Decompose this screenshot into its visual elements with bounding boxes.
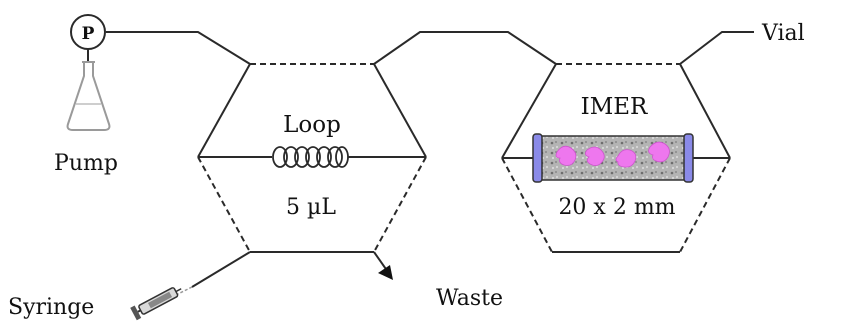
- loop-valve-lower-left-dashed: [197, 156, 251, 253]
- imer-valve: [501, 63, 731, 253]
- sample-loop-coil-icon: [272, 146, 349, 168]
- imer-size-label: 20 x 2 mm: [558, 195, 675, 220]
- loop-valve-lower-right-dashed: [373, 156, 427, 253]
- syringe-needle-line: [191, 251, 251, 288]
- syringe-label: Syringe: [8, 295, 94, 320]
- enzyme-particles: [555, 141, 670, 168]
- pump-label: Pump: [54, 151, 118, 176]
- loop-valve: [197, 63, 427, 253]
- pump-to-loop-valve-line: [106, 31, 251, 65]
- imer-valve-upper-right-edge: [679, 63, 731, 159]
- flow-lines: [106, 31, 754, 65]
- enzyme-blob-1: [555, 145, 577, 166]
- vial-label: Vial: [761, 21, 805, 46]
- loop-label: Loop: [283, 112, 341, 138]
- waste-arrow-icon: [378, 265, 393, 280]
- enzyme-blob-4: [648, 141, 670, 163]
- imer-valve-lower-right-dashed: [679, 157, 731, 253]
- loop-valve-upper-right-edge: [373, 63, 427, 158]
- waste-outlet: Waste: [373, 251, 503, 311]
- erlenmeyer-flask-icon: [66, 61, 111, 131]
- waste-label: Waste: [436, 286, 503, 311]
- enzyme-blob-3: [615, 149, 637, 168]
- imer-valve-lower-left-dashed: [501, 157, 553, 253]
- enzyme-blob-2: [585, 146, 605, 166]
- pump: P Pump: [54, 14, 118, 176]
- imer-label: IMER: [581, 94, 648, 120]
- syringe-inlet: Syringe: [8, 251, 251, 321]
- loop-valve-upper-left-edge: [197, 63, 251, 158]
- imer-column-right-cap: [683, 133, 694, 183]
- imer-column-left-cap: [532, 133, 543, 183]
- syringe-icon: [130, 287, 182, 321]
- loop-valve-to-imer-valve-line: [373, 31, 557, 65]
- syringe-needle-tip: [177, 286, 193, 295]
- imer-column-icon: [532, 133, 694, 183]
- pump-symbol-label: P: [82, 24, 95, 44]
- imer-valve-to-vial-line: [679, 31, 754, 65]
- imer-valve-upper-left-edge: [501, 63, 557, 159]
- loop-volume-label: 5 µL: [286, 195, 336, 220]
